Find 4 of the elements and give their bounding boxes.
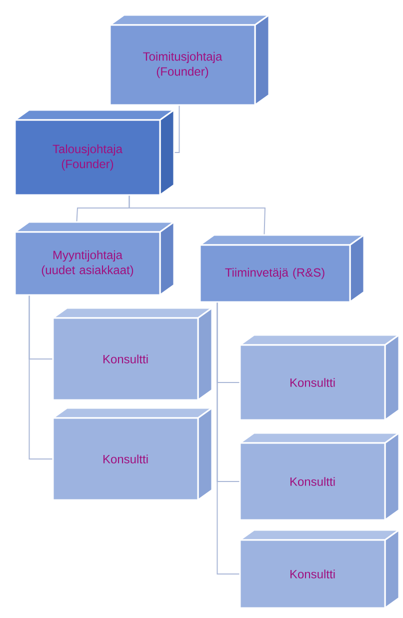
- connector-line: [174, 105, 180, 153]
- connector-line: [28, 295, 53, 460]
- connector-line: [128, 195, 266, 235]
- connector-line: [216, 302, 240, 574]
